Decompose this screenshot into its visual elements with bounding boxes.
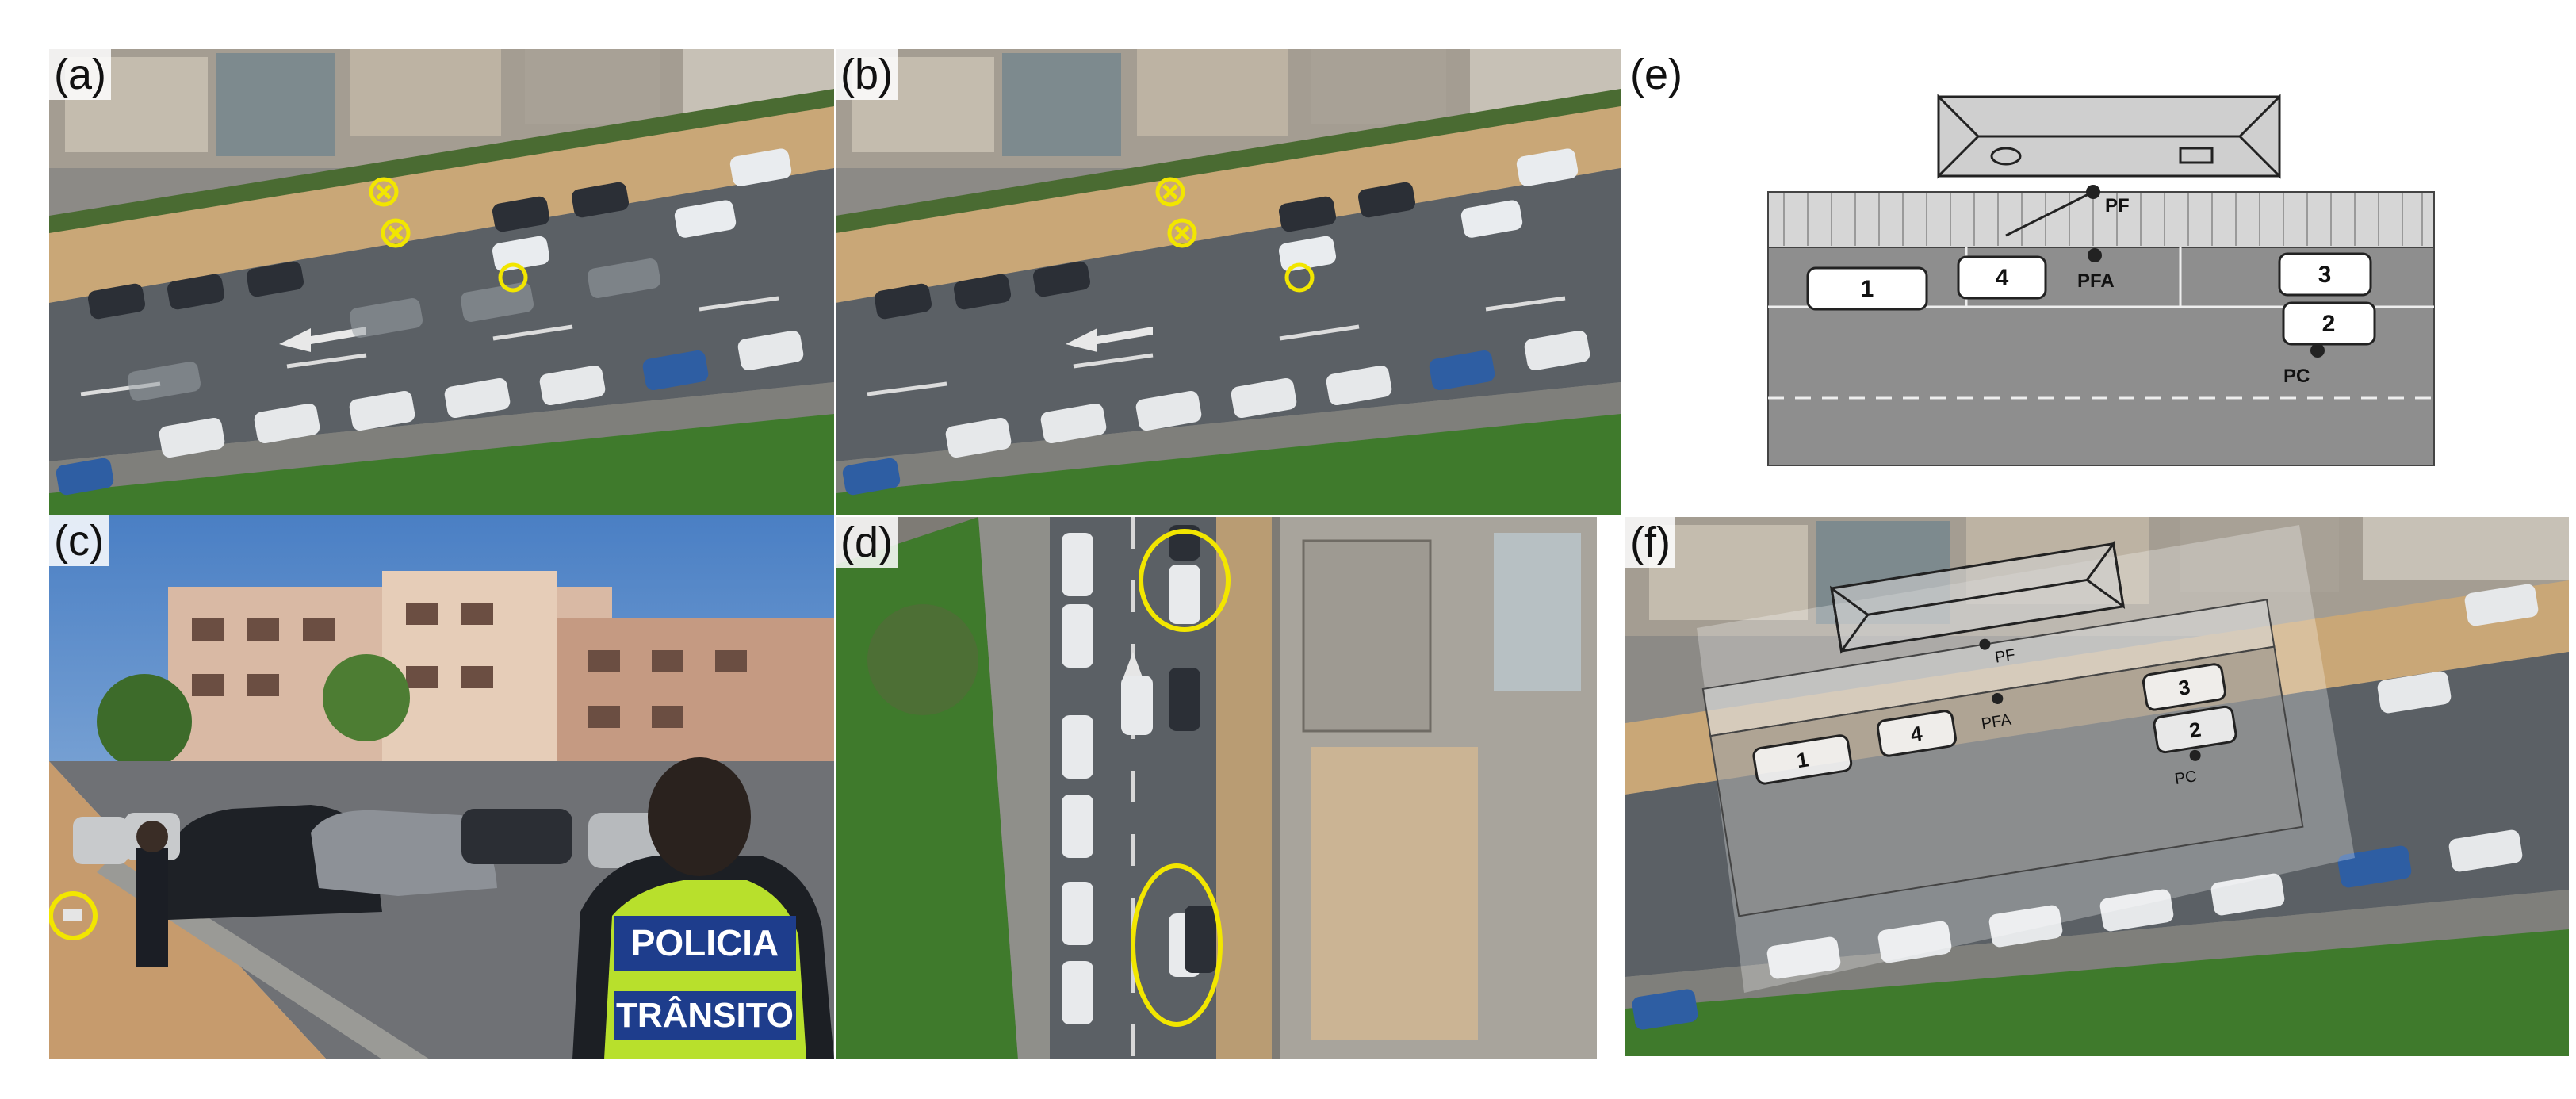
street-photo: POLICIA TRÂNSITO <box>49 515 834 1059</box>
panel-label-a: (a) <box>49 49 111 100</box>
sketch-car-4: 4 <box>1957 255 2047 300</box>
highlight-markers-a <box>369 177 528 293</box>
overlay-car-3-label: 3 <box>2177 675 2192 700</box>
panel-d: (d) <box>836 517 1597 1059</box>
panel-c: POLICIA TRÂNSITO (c) <box>49 515 834 1059</box>
sketch-car-2-label: 2 <box>2322 311 2336 337</box>
highlight-markers-b <box>1155 177 1315 293</box>
accident-sketch: 1 4 3 2 PF PFA PC <box>1625 49 2569 517</box>
sketch-car-3-label: 3 <box>2318 262 2332 288</box>
vest-text-policia: POLICIA <box>631 922 779 963</box>
panel-b: (b) <box>836 49 1621 515</box>
overlay-marker-pc: PC <box>2173 768 2198 788</box>
overlay-marker-pf: PF <box>1994 646 2017 667</box>
panel-f: 1 4 3 2 PF PFA PC (f) <box>1625 517 2569 1056</box>
sketch-car-1-label: 1 <box>1861 276 1874 302</box>
panel-label-b: (b) <box>836 49 898 100</box>
panel-label-c: (c) <box>49 515 109 566</box>
overlay-sketch: 1 4 3 2 PF PFA PC <box>1701 540 2304 917</box>
marker-pfa: PFA <box>2077 270 2115 292</box>
vest-text-transito: TRÂNSITO <box>616 995 794 1035</box>
aerial-photo-b <box>836 49 1621 515</box>
sketch-car-2: 2 <box>2282 301 2376 346</box>
overlay-car-2-label: 2 <box>2187 718 2203 743</box>
panel-label-d: (d) <box>836 517 898 568</box>
panel-label-e: (e) <box>1625 49 1687 100</box>
overlay-car-4-label: 4 <box>1909 721 1925 746</box>
drone-highlight <box>49 891 98 940</box>
panel-a: (a) <box>49 49 834 515</box>
highlight-ellipses-d <box>1131 529 1231 1027</box>
sketch-car-1: 1 <box>1806 266 1928 311</box>
aerial-photo-d <box>836 517 1597 1059</box>
marker-pc: PC <box>2283 366 2310 387</box>
marker-pf: PF <box>2105 195 2130 216</box>
aerial-photo-a <box>49 49 834 515</box>
panel-e: 1 4 3 2 PF PFA PC (e) <box>1625 49 2569 517</box>
overlay-photo-f: 1 4 3 2 PF PFA PC <box>1625 517 2569 1056</box>
sketch-car-3: 3 <box>2278 252 2372 297</box>
overlay-car-1-label: 1 <box>1795 747 1810 772</box>
sketch-building <box>1937 94 2281 179</box>
sketch-car-4-label: 4 <box>1996 265 2009 291</box>
panel-label-f: (f) <box>1625 517 1675 568</box>
